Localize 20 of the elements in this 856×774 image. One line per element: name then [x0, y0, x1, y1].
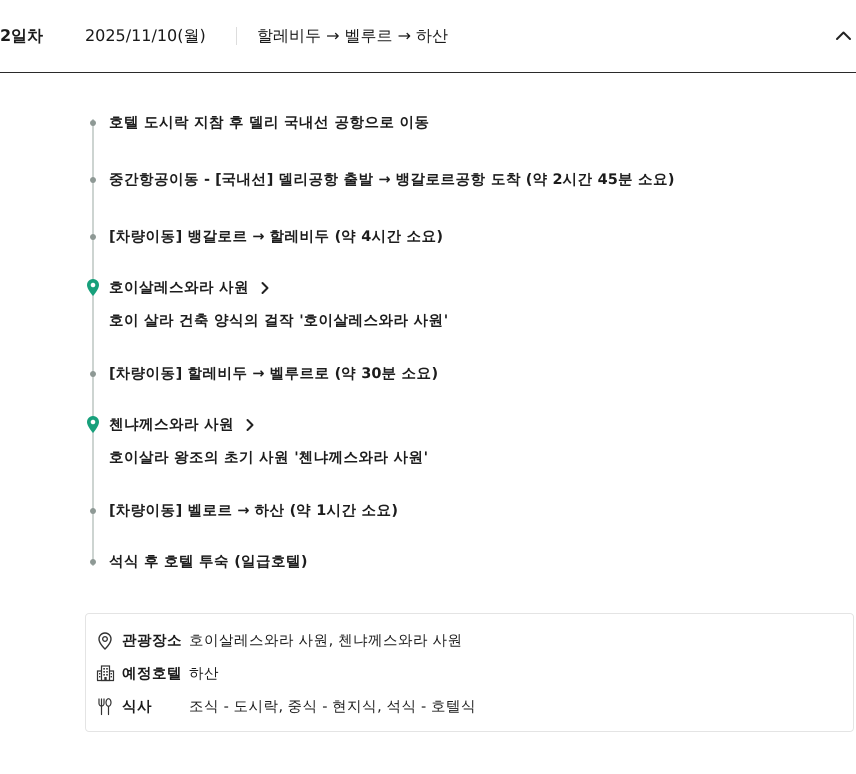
info-label: 식사 [122, 698, 152, 717]
itinerary-step-text: 호텔 도시락 지참 후 델리 국내선 공항으로 이동 [109, 114, 430, 133]
info-value: 하산 [189, 665, 219, 684]
itinerary-step-text: [차량이동] 할레비두 → 벨루르로 (약 30분 소요) [109, 365, 438, 384]
itinerary-step-text: [차량이동] 벨로르 → 하산 (약 1시간 소요) [109, 502, 398, 521]
info-value: 호이살레스와라 사원, 첸냐께스와라 사원 [189, 632, 462, 651]
itinerary-step-text: [차량이동] 뱅갈로르 → 할레비두 (약 4시간 소요) [109, 228, 444, 247]
itinerary-step-text: 중간항공이동 - [국내선] 델리공항 출발 → 뱅갈로르공항 도착 (약 2시간 45분 소요) [109, 171, 674, 190]
route-text: 할레비두 → 벨루르 → 하산 [257, 26, 448, 46]
info-label: 관광장소 [122, 632, 182, 651]
date-text: 2025/11/10(월) [85, 26, 206, 46]
info-panel [85, 613, 854, 732]
attraction-description: 호이살라 왕조의 초기 사원 '첸냐께스와라 사원' [109, 449, 428, 468]
attraction-description: 호이 살라 건축 양식의 걸작 '호이살레스와라 사원' [109, 312, 448, 331]
attraction-link: 호이살레스와라 사원 [109, 279, 250, 298]
attraction-link: 첸냐께스와라 사원 [109, 416, 234, 435]
itinerary-step-text: 석식 후 호텔 투숙 (일급호텔) [109, 553, 308, 572]
day-title: 2일차 [0, 26, 44, 46]
info-label: 예정호텔 [122, 665, 182, 684]
info-value: 조식 - 도시락, 중식 - 현지식, 석식 - 호텔식 [189, 698, 476, 717]
